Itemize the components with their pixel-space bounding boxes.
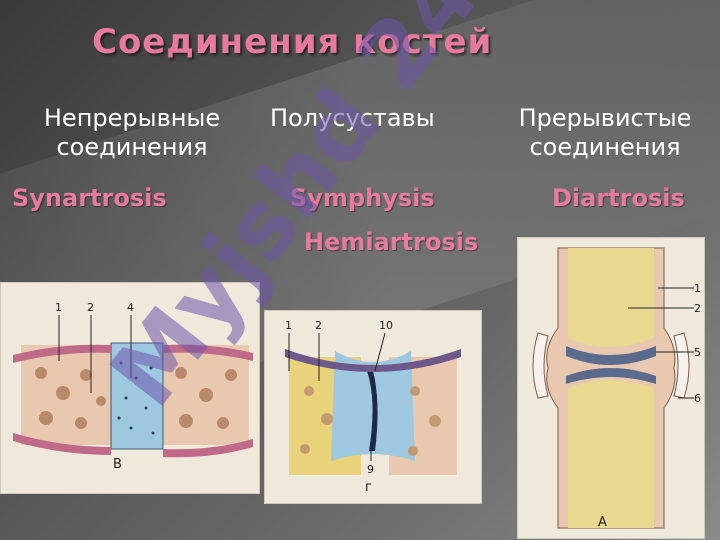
fig1-label-1: 1 [55,301,62,314]
heading-discontinuous-line1: Прерывистые [518,104,692,132]
fig2-label-10: 10 [379,319,393,332]
fig1-caption: В [113,457,122,472]
heading-continuous-line2: соединения [56,132,208,161]
fig1-label-2: 2 [87,301,94,314]
figure-synarthrosis: 1 2 4 В [0,282,260,494]
heading-continuous-line1: Непрерывные [43,104,221,132]
latin-symphysis: Symphysis [290,184,435,212]
fig2-label-1: 1 [285,319,292,332]
symphysis-illustration: 1 2 10 9 г [265,311,481,503]
heading-discontinuous-line2: соединения [529,132,681,161]
latin-hemiartrosis: Hemiartrosis [304,228,479,256]
fig2-label-9: 9 [367,463,374,476]
latin-diartrosis: Diartrosis [552,184,685,212]
heading-semi-joints-line1: Полусуставы [270,104,435,132]
synarthrosis-illustration: 1 2 4 В [1,283,259,493]
fig3-label-5: 5 [694,346,701,359]
figure-diarthrosis: 1 2 5 6 А [517,237,705,539]
fig3-label-6: 6 [694,392,701,405]
diarthrosis-illustration: 1 2 5 6 А [518,238,704,538]
fig1-label-4: 4 [127,301,134,314]
fig3-label-2: 2 [694,302,701,315]
latin-synartrosis: Synartrosis [12,184,167,212]
slide-title: Соединения костей [92,22,493,62]
fig2-caption: г [365,480,372,495]
heading-discontinuous: Прерывистые соединения [494,104,716,162]
heading-semi-joints: Полусуставы [270,104,470,133]
fig2-label-2: 2 [315,319,322,332]
fig3-caption: А [598,515,607,530]
fig3-label-1: 1 [694,282,701,295]
figure-symphysis: 1 2 10 9 г [264,310,482,504]
heading-continuous: Непрерывные соединения [12,104,252,162]
